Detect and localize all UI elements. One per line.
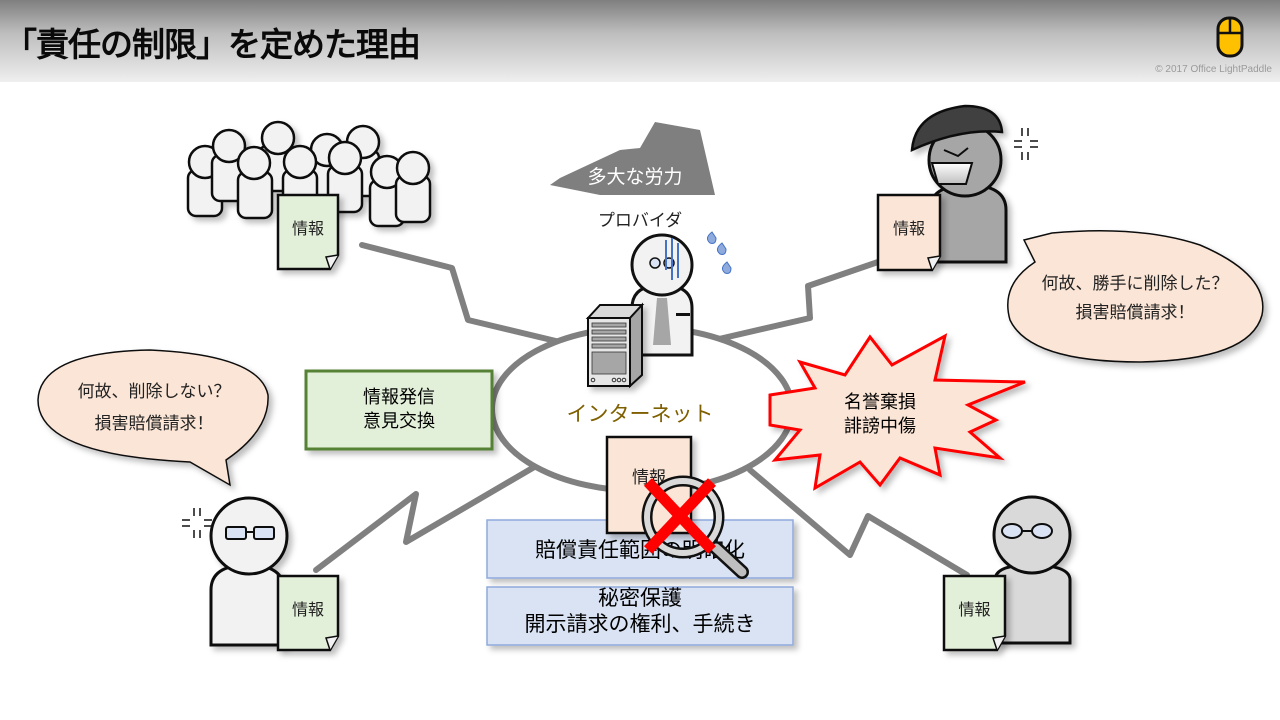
slide-header: 「責任の制限」を定めた理由 © 2017 Office LightPaddle <box>0 0 1280 82</box>
crowd-people <box>186 120 432 228</box>
victim-speech-bubble <box>37 349 269 487</box>
copyright-text: © 2017 Office LightPaddle <box>1155 64 1272 75</box>
effort-label: 多大な労力 <box>587 166 683 188</box>
burst-line-1: 名誉棄損 <box>844 392 916 413</box>
attacker-speech-line-2: 損害賠償請求！ <box>1075 303 1195 323</box>
link-bystander <box>747 467 970 578</box>
crowd-doc-label: 情報 <box>291 219 324 238</box>
defamation-burst <box>768 333 1026 491</box>
link-attacker <box>703 259 881 345</box>
burst-line-2: 誹謗中傷 <box>844 416 916 437</box>
info-box-line-1: 情報発信 <box>363 387 435 408</box>
law-box-2-line-1: 秘密保護 <box>598 586 682 610</box>
info-box: 情報発信 意見交換 <box>306 371 492 449</box>
attacker-document <box>876 193 942 272</box>
burst-text: 名誉棄損 誹謗中傷 <box>820 385 940 445</box>
attacker-speech-line-1: 何故、勝手に削除した？ <box>1041 274 1229 294</box>
link-crowd <box>359 242 563 345</box>
center-doc-label: 情報 <box>632 468 666 488</box>
server-icon <box>585 302 645 389</box>
victim-doc-label: 情報 <box>291 600 324 619</box>
law-box-1-line-1: 賠償責任範囲の明確化 <box>535 538 745 562</box>
bystander-person <box>992 495 1072 645</box>
victim-speech-line-1: 何故、削除しない？ <box>77 382 231 402</box>
anger-mark-icon <box>1014 128 1038 160</box>
bystander-document <box>942 574 1007 652</box>
attacker-speech-bubble <box>1007 229 1264 363</box>
slide-title: 「責任の制限」を定めた理由 <box>4 25 421 64</box>
mouse-icon <box>1216 16 1244 58</box>
attacker-person <box>910 104 1008 264</box>
law-box-2: 秘密保護 開示請求の権利、手続き <box>487 576 793 646</box>
victim-person <box>209 496 289 647</box>
link-victim <box>313 463 539 573</box>
anger-mark-icon <box>182 508 212 538</box>
victim-speech-text: 何故、削除しない？ 損害賠償請求！ <box>40 376 268 440</box>
attacker-doc-label: 情報 <box>892 219 925 238</box>
info-box-frame <box>304 369 494 451</box>
law-box-1: 賠償責任範囲の明確化 <box>487 520 793 578</box>
effort-mountain <box>550 122 715 195</box>
bystander-doc-label: 情報 <box>958 600 991 619</box>
internet-label: インターネット <box>566 402 714 426</box>
victim-speech-line-2: 損害賠償請求！ <box>94 414 214 434</box>
sweat-drops-icon <box>706 231 732 274</box>
network-lines <box>313 242 970 578</box>
info-box-line-2: 意見交換 <box>363 411 435 432</box>
law-box-2-frame <box>486 586 794 646</box>
attacker-speech-text: 何故、勝手に削除した？ 損害賠償請求！ <box>1010 270 1260 328</box>
crowd-document <box>276 193 340 271</box>
crowd-person <box>394 150 432 224</box>
provider-person <box>630 233 694 357</box>
victim-document <box>276 574 340 652</box>
law-box-2-line-2: 開示請求の権利、手続き <box>524 612 756 636</box>
crowd-person <box>236 145 274 220</box>
provider-label: プロバイダ <box>597 211 683 231</box>
